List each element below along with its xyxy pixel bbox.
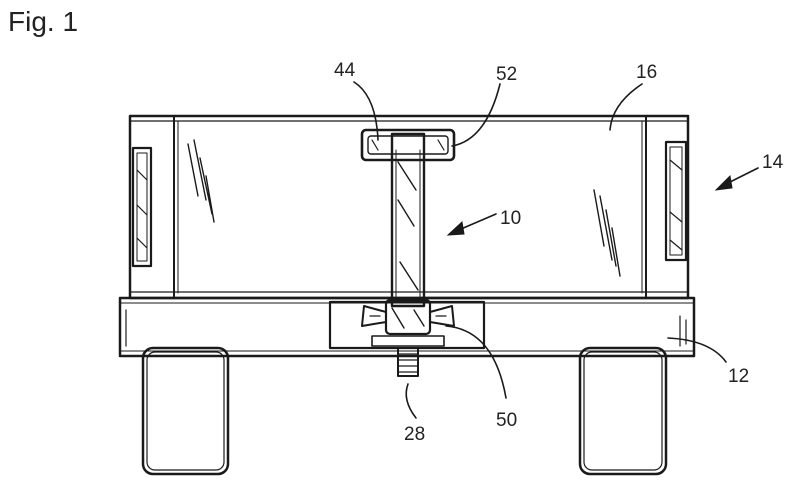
ref-44: 44 bbox=[334, 60, 356, 81]
right-tail-light bbox=[664, 140, 688, 262]
pin bbox=[397, 347, 419, 377]
hitch-post bbox=[390, 132, 426, 308]
bumper bbox=[118, 296, 696, 358]
ref-50: 50 bbox=[496, 410, 517, 431]
hitch-plate bbox=[328, 300, 486, 350]
left-tire bbox=[141, 346, 230, 476]
figure-title: Fig. 1 bbox=[8, 6, 79, 37]
clamp-collar bbox=[361, 298, 455, 336]
ref-28: 28 bbox=[404, 424, 425, 445]
leader-lines bbox=[353, 81, 759, 419]
left-tail-light bbox=[131, 146, 153, 268]
ref-16: 16 bbox=[636, 62, 657, 83]
tailgate bbox=[128, 114, 690, 300]
right-tire bbox=[578, 346, 668, 476]
ref-10: 10 bbox=[500, 208, 521, 229]
ref-14: 14 bbox=[762, 152, 784, 173]
ref-12: 12 bbox=[728, 366, 749, 387]
ref-52: 52 bbox=[496, 64, 517, 85]
